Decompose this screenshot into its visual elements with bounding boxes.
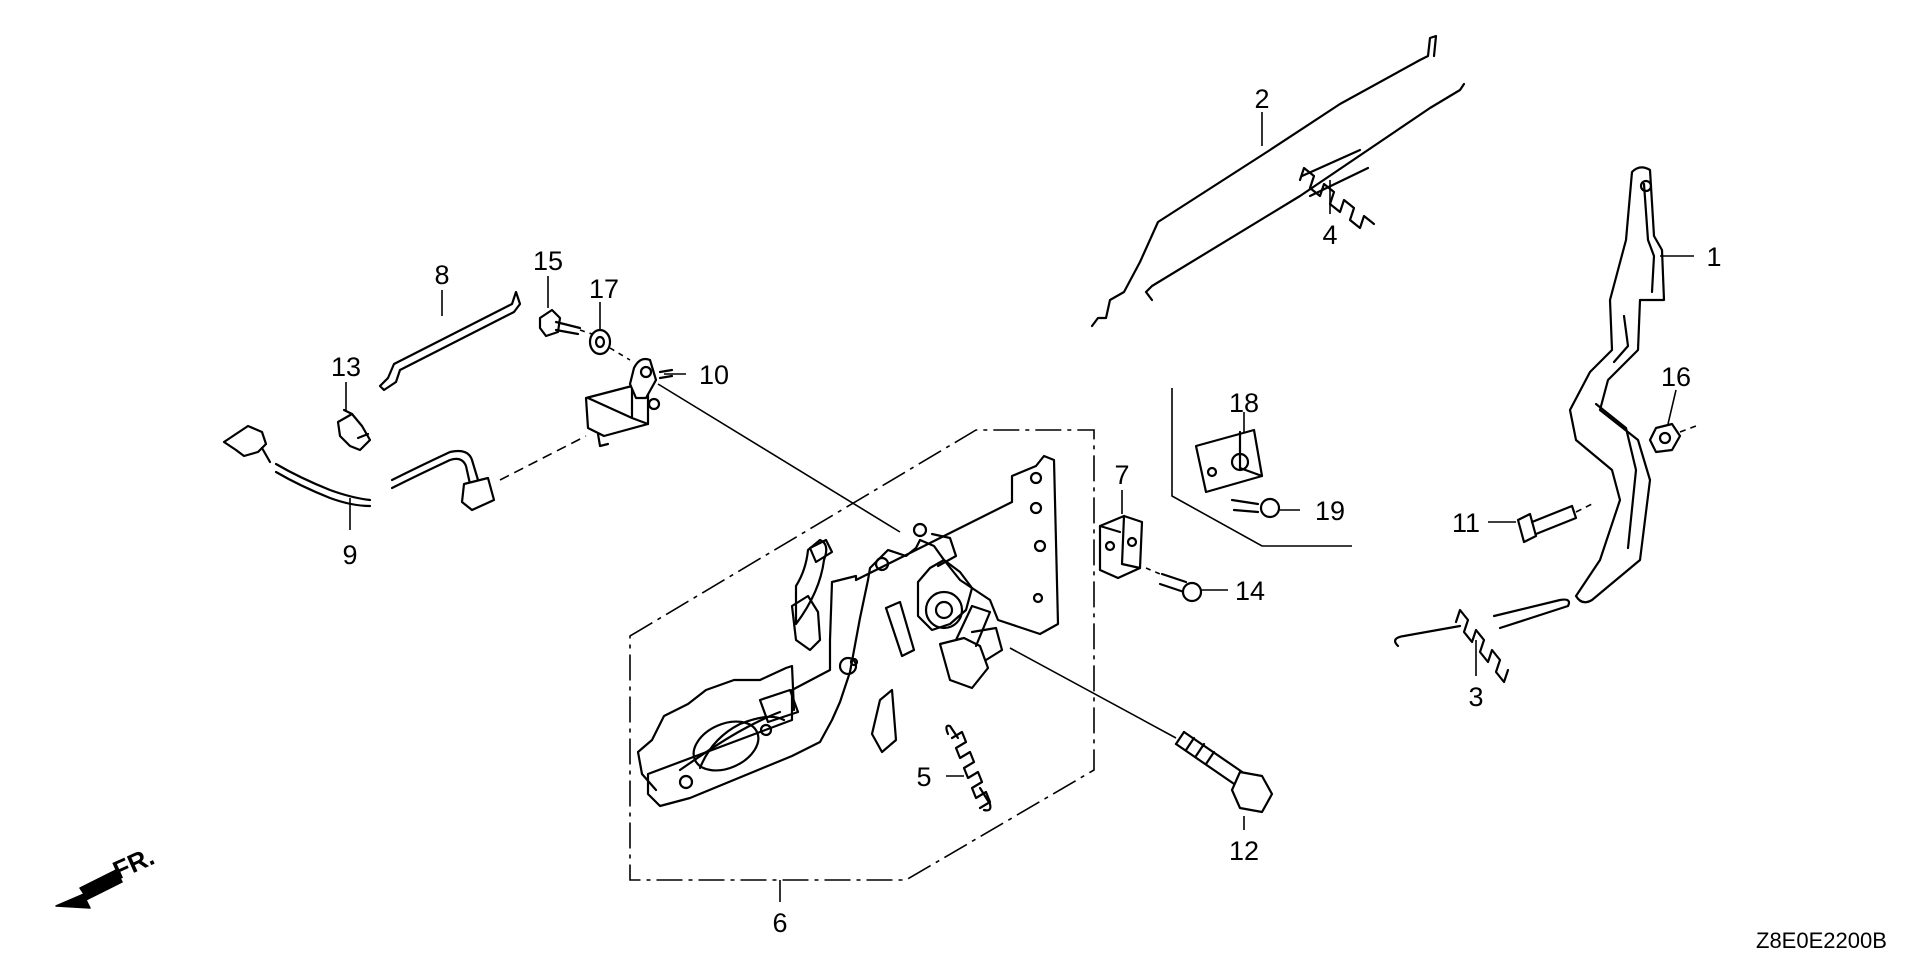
- part-4-spring-rod: [1144, 82, 1466, 302]
- drawing-code: Z8E0E2200B: [1756, 928, 1887, 953]
- callout-3: 3: [1468, 682, 1483, 712]
- callout-7: 7: [1114, 460, 1129, 490]
- part-8-rod: [378, 290, 522, 392]
- callout-14: 14: [1235, 576, 1265, 606]
- callout-6: 6: [772, 908, 787, 938]
- callout-leaders: [345, 112, 1694, 902]
- part-10-switch: [584, 357, 901, 533]
- part-5-spring: [945, 724, 992, 812]
- front-direction-arrow: FR.: [55, 841, 159, 909]
- part-11-bolt: [1516, 503, 1593, 544]
- callout-12: 12: [1229, 836, 1259, 866]
- part-2-governor-rod: [1090, 34, 1438, 328]
- callout-8: 8: [434, 260, 449, 290]
- callout-13: 13: [331, 352, 361, 382]
- part-3-return-spring: [1394, 598, 1571, 684]
- callout-19: 19: [1315, 496, 1345, 526]
- part-19-screw: [1230, 497, 1281, 519]
- callout-15: 15: [533, 246, 563, 276]
- callout-17: 17: [589, 274, 619, 304]
- part-6-control-base: [629, 429, 1095, 881]
- callout-labels: 1 2 3 4 5 6 7 8 9 10 11 12 13 14 15 16 1…: [331, 84, 1722, 938]
- part-13-clip: [336, 408, 372, 452]
- callout-9: 9: [342, 540, 357, 570]
- part-7-block: [1098, 514, 1144, 580]
- callout-5: 5: [916, 762, 931, 792]
- part-12-long-bolt: [1009, 647, 1274, 814]
- part-17-washer: [588, 328, 631, 361]
- part-14-screw: [1145, 567, 1203, 603]
- callout-4: 4: [1322, 220, 1337, 250]
- part-15-screw: [538, 308, 593, 338]
- callout-10: 10: [699, 360, 729, 390]
- callout-18: 18: [1229, 388, 1259, 418]
- part-9-wire: [222, 424, 587, 512]
- callout-11: 11: [1452, 508, 1480, 538]
- callout-2: 2: [1254, 84, 1269, 114]
- callout-1: 1: [1706, 242, 1721, 272]
- part-18-bracket: [1171, 388, 1352, 547]
- part-1-governor-arm: [1568, 166, 1666, 604]
- part-16-nut: [1648, 422, 1697, 454]
- callout-16: 16: [1661, 362, 1691, 392]
